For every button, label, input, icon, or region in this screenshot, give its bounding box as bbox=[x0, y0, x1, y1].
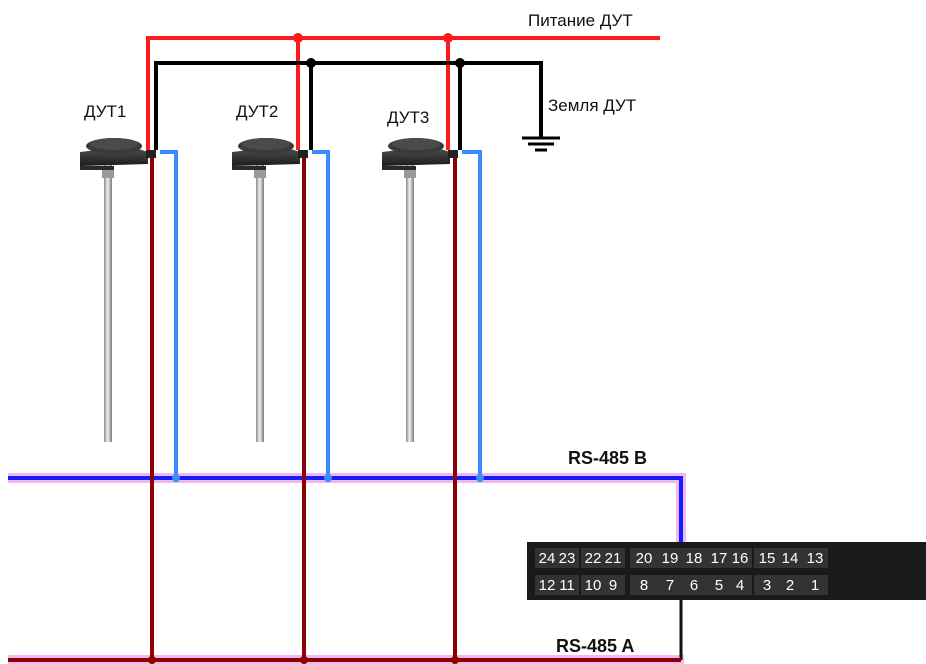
connector-pin-label: 19 bbox=[662, 550, 679, 567]
connector-pin-box bbox=[681, 548, 707, 568]
connector-pin-box bbox=[601, 575, 625, 595]
connector-pin-label: 12 bbox=[539, 577, 556, 594]
connector-pin-box bbox=[657, 575, 683, 595]
connector-pin-label: 6 bbox=[690, 577, 698, 594]
connector-pin-label: 20 bbox=[636, 550, 653, 567]
connector-pin-label: 11 bbox=[559, 577, 575, 594]
rs485-a-drops bbox=[8, 150, 681, 662]
connector-pin-box bbox=[535, 575, 559, 595]
bus-a-junction-1 bbox=[148, 656, 156, 664]
connector-pin-label: 10 bbox=[585, 577, 602, 594]
sensor-2-icon bbox=[232, 138, 308, 442]
connector-pin-box bbox=[802, 548, 828, 568]
connector-pin-box bbox=[707, 575, 731, 595]
connector-pin-label: 8 bbox=[640, 577, 648, 594]
connector-pin-label: 2 bbox=[786, 577, 794, 594]
rs485-b-label: RS-485 B bbox=[568, 448, 647, 468]
connector-pin-label: 1 bbox=[811, 577, 819, 594]
ground-wire bbox=[154, 61, 543, 150]
bus-a-junction-3 bbox=[451, 656, 459, 664]
connector-pin-label: 7 bbox=[666, 577, 674, 594]
connector-pin-box bbox=[555, 575, 579, 595]
connector-pin-label: 4 bbox=[736, 577, 744, 594]
connector-pin-label: 21 bbox=[605, 550, 622, 567]
connector-pin-label: 23 bbox=[559, 550, 576, 567]
sensor-2-label: ДУТ2 bbox=[236, 102, 278, 121]
rs485-b-drops bbox=[160, 150, 482, 478]
connector-pin-box bbox=[754, 548, 780, 568]
bus-b-junction-3 bbox=[476, 474, 484, 482]
connector-pin-box bbox=[630, 548, 658, 568]
ground-symbol-icon bbox=[522, 136, 560, 152]
bus-b-outline bbox=[8, 473, 686, 553]
connector-pin-label: 9 bbox=[609, 577, 617, 594]
connector-pin-box bbox=[657, 548, 683, 568]
bus-b-junction-1 bbox=[172, 474, 180, 482]
connector-pin-box bbox=[802, 575, 828, 595]
connector-pin-box bbox=[681, 575, 707, 595]
ground-label: Земля ДУТ bbox=[548, 96, 636, 115]
connector-pin-box bbox=[707, 548, 731, 568]
connector-pin-label: 5 bbox=[715, 577, 723, 594]
connector-pin-label: 17 bbox=[711, 550, 728, 567]
power-label: Питание ДУТ bbox=[528, 11, 633, 30]
connector-pin-label: 15 bbox=[759, 550, 776, 567]
connector-pin-label: 18 bbox=[686, 550, 703, 567]
connector-pin-box bbox=[777, 575, 803, 595]
ground-junction-2 bbox=[306, 58, 316, 68]
connector-pin-box bbox=[581, 548, 605, 568]
connector-pin-label: 24 bbox=[539, 550, 556, 567]
connector-pin-box bbox=[777, 548, 803, 568]
power-junction-2 bbox=[293, 33, 303, 43]
bus-b-junction-2 bbox=[324, 474, 332, 482]
connector-pin-box bbox=[555, 548, 579, 568]
connector-pin-label: 3 bbox=[763, 577, 771, 594]
connector-pin-box bbox=[601, 548, 625, 568]
connector-pin-label: 16 bbox=[732, 550, 749, 567]
sensor-3-icon bbox=[382, 138, 458, 442]
connector-pin-box bbox=[728, 575, 752, 595]
sensor-1-icon bbox=[80, 138, 156, 442]
connector-pin-label: 14 bbox=[782, 550, 799, 567]
connector-pin-box bbox=[754, 575, 780, 595]
connector-pin-box bbox=[630, 575, 658, 595]
connector-pin-box bbox=[581, 575, 605, 595]
sensor-1-label: ДУТ1 bbox=[84, 102, 126, 121]
rs485-a-label: RS-485 A bbox=[556, 636, 634, 656]
power-junction-3 bbox=[443, 33, 453, 43]
sensor-3-label: ДУТ3 bbox=[387, 108, 429, 127]
connector-pin-box bbox=[535, 548, 559, 568]
bus-a-junction-2 bbox=[300, 656, 308, 664]
rs485-b-bus bbox=[8, 476, 683, 552]
power-wire bbox=[146, 36, 660, 150]
ground-junction-3 bbox=[455, 58, 465, 68]
connector-pin-box bbox=[728, 548, 752, 568]
connector-pin-label: 13 bbox=[807, 550, 824, 567]
connector-pin-label: 22 bbox=[585, 550, 602, 567]
